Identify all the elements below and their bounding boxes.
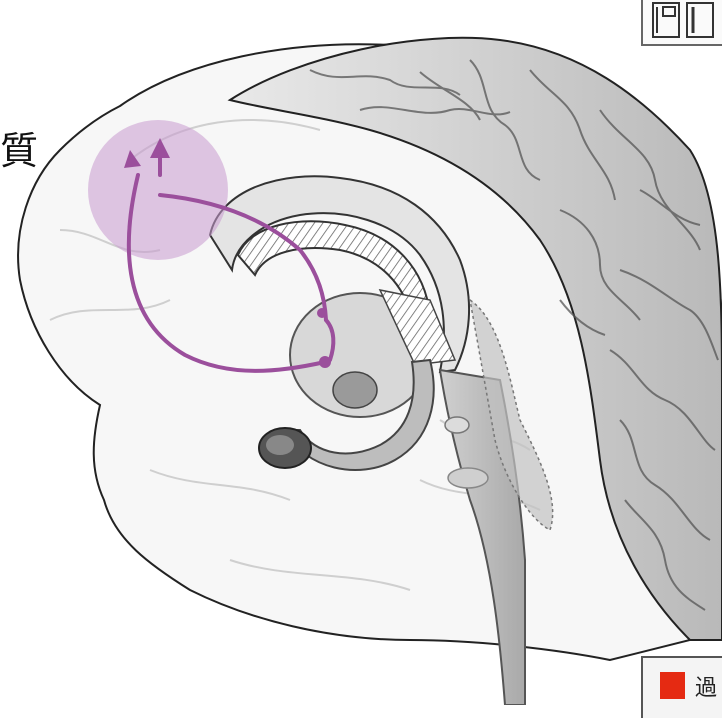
thalamus-core (333, 372, 377, 408)
corner-logo (641, 0, 722, 46)
prefrontal-highlight (88, 120, 228, 260)
medulla-marker (448, 468, 488, 488)
legend: 過 (641, 656, 722, 718)
legend-label: 過 (695, 670, 717, 702)
pons-marker (445, 417, 469, 433)
region-label-text: 質 (0, 127, 38, 175)
logo-icon (643, 0, 722, 44)
amygdala-highlight (266, 435, 294, 455)
legend-swatch-icon (660, 672, 685, 699)
